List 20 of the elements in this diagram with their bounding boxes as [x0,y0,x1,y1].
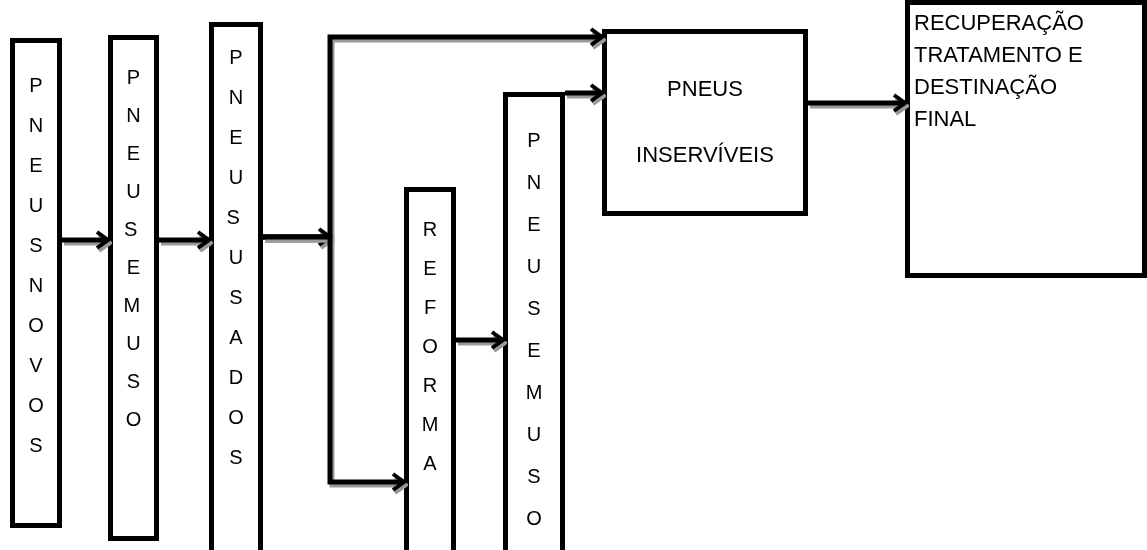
arrow [62,230,110,250]
arrow [456,330,505,350]
arrow [263,234,406,492]
vertical-label: PNEUS USADOS [226,45,245,470]
arrow [808,93,907,113]
process-box [209,22,263,550]
process-box [10,38,62,528]
process-box [602,29,808,216]
process-box [503,92,565,550]
process-box [108,35,159,541]
arrow [159,230,211,250]
vertical-label: PNEUS EM USO [123,65,143,432]
vertical-label: PNEUS NOVOS [27,73,45,458]
vertical-label: REFORMA [420,217,440,476]
process-box [404,187,456,550]
arrow [565,83,604,103]
box-label: RECUPERAÇÃO TRATAMENTO E DESTINAÇÃO FINAL [914,9,1085,133]
vertical-label: PNEUS EM USO [524,128,544,531]
box-label: PNEUS INSERVÍVEIS [635,75,775,169]
process-box [905,0,1147,278]
